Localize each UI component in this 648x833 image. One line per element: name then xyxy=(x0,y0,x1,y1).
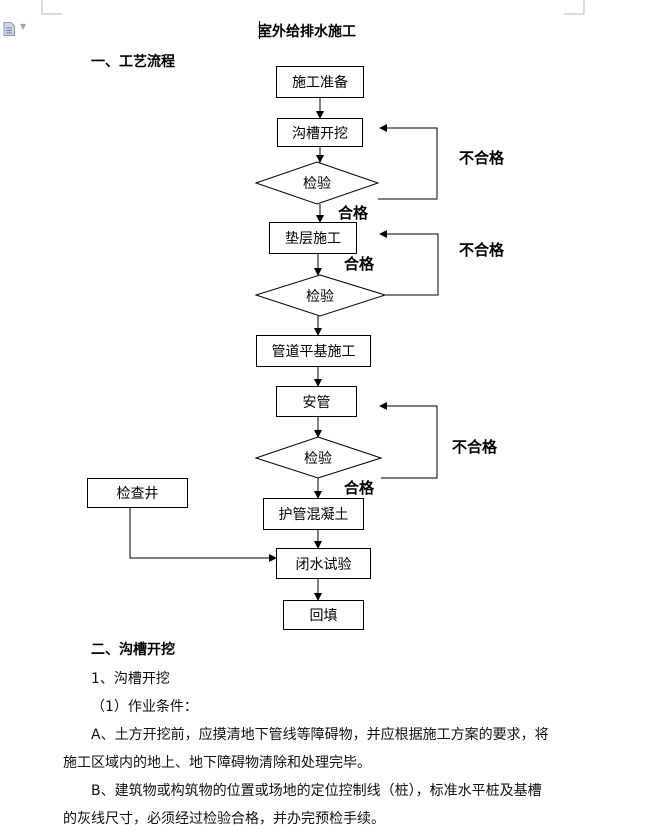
document-icon[interactable] xyxy=(3,22,15,36)
step-concrete: 护管混凝土 xyxy=(263,498,364,530)
decision-label-3: 检验 xyxy=(304,451,332,467)
paragraph-a-line1: A、土方开挖前，应摸清地下管线等障碍物，并应根据施工方案的要求，将 xyxy=(91,727,549,743)
step-prep: 施工准备 xyxy=(276,66,364,98)
paragraph-b-line1: B、建筑物或构筑物的位置或场地的定位控制线（桩），标准水平桩及基槽 xyxy=(91,783,542,799)
flowchart-connectors xyxy=(129,98,439,601)
caret-down-icon[interactable]: ▼ xyxy=(20,22,27,31)
step-install: 安管 xyxy=(276,386,357,417)
step-cushion: 垫层施工 xyxy=(269,222,357,254)
decision-label-2: 检验 xyxy=(306,289,334,305)
pass-label-1: 合格 xyxy=(338,204,369,222)
fail-label-1: 不合格 xyxy=(459,149,505,167)
subheading-trench: 1、沟槽开挖 xyxy=(91,671,170,687)
decision-label-1: 检验 xyxy=(303,176,331,192)
decision-inspect-3 xyxy=(254,436,383,479)
fail-label-2: 不合格 xyxy=(459,241,505,259)
step-base: 管道平基施工 xyxy=(256,335,371,367)
step-backfill: 回填 xyxy=(283,600,364,630)
page-corner-mark-left xyxy=(41,0,585,15)
section-heading-trench: 二、沟槽开挖 xyxy=(91,642,175,658)
pass-label-3: 合格 xyxy=(344,479,375,497)
fail-label-3: 不合格 xyxy=(452,438,498,456)
page-title: 室外给排水施工 xyxy=(258,24,356,40)
step-inspection-well: 检查井 xyxy=(87,478,188,508)
decision-inspect-1 xyxy=(254,161,380,205)
paragraph-b-line2: 的灰线尺寸，必须经过检验合格，并办完预检手续。 xyxy=(63,811,385,827)
decision-inspect-2 xyxy=(254,274,387,317)
section-heading-process: 一、工艺流程 xyxy=(91,54,175,70)
subheading-conditions: （1）作业条件： xyxy=(91,699,198,715)
paragraph-a-line2: 施工区域内的地上、地下障碍物清除和处理完毕。 xyxy=(63,755,371,771)
step-trench: 沟槽开挖 xyxy=(277,118,363,147)
step-closed-water-test: 闭水试验 xyxy=(276,548,371,579)
text-cursor xyxy=(259,21,260,39)
pass-label-2: 合格 xyxy=(344,255,375,273)
